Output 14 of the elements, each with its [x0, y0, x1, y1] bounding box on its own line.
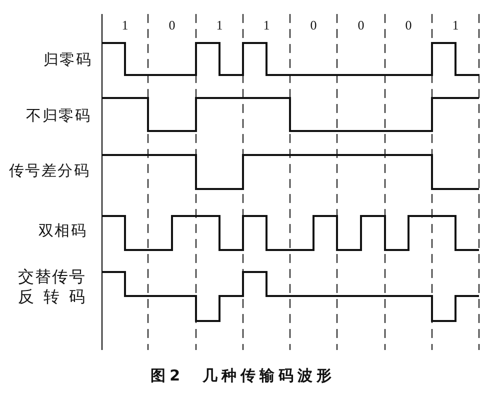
bit-value: 0	[168, 18, 176, 34]
bit-value: 1	[263, 18, 270, 34]
bit-value: 0	[358, 18, 364, 34]
code-name-label: 交替传号反转码	[18, 268, 85, 308]
code-name-label: 不归零码	[26, 108, 91, 126]
bit-value: 0	[405, 18, 412, 34]
code-name-label: 传号差分码	[9, 163, 90, 181]
bit-value: 0	[310, 18, 317, 34]
code-name-label: 双相码	[38, 223, 87, 241]
code-name-label: 归零码	[43, 52, 92, 70]
bit-value: 1	[452, 18, 459, 34]
figure-caption: 图2 几种传输码波形	[150, 367, 336, 385]
bit-value: 1	[122, 18, 128, 34]
bit-value: 1	[216, 18, 223, 34]
